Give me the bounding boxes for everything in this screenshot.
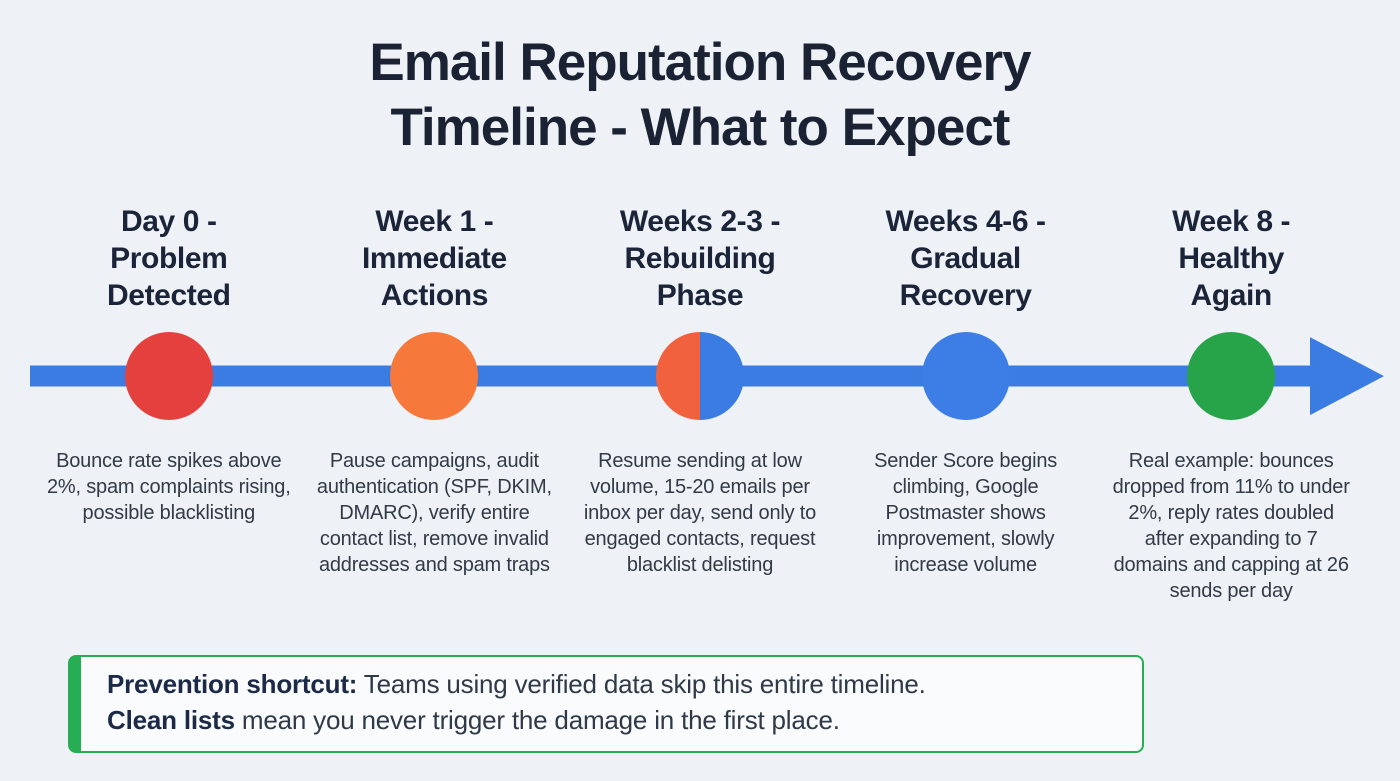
circle-cell (1098, 330, 1364, 422)
milestone-headings-row: Day 0 - Problem Detected Week 1 - Immedi… (0, 204, 1400, 314)
heading-line: Again (1190, 278, 1273, 312)
circle-half (1187, 332, 1232, 421)
heading-line: Gradual (910, 241, 1021, 275)
circle-cell (36, 330, 302, 422)
milestone-circle-day0 (124, 332, 213, 421)
milestone-circle-weeks4-6 (921, 332, 1010, 421)
milestone-heading-week8: Week 8 - Healthy Again (1098, 204, 1364, 314)
heading-line: Problem (110, 241, 228, 275)
milestone-circle-week8 (1187, 332, 1276, 421)
circle-cell (302, 330, 568, 422)
milestone-descriptions-row: Bounce rate spikes above 2%, spam compla… (0, 448, 1400, 604)
milestone-description-week8: Real example: bounces dropped from 11% t… (1112, 450, 1350, 603)
milestone-heading-week1: Week 1 - Immediate Actions (302, 204, 568, 314)
milestone-description-day0: Bounce rate spikes above 2%, spam compla… (47, 450, 291, 525)
heading-line: Phase (656, 278, 744, 312)
circle-cell (567, 330, 833, 422)
heading-line: Actions (380, 278, 489, 312)
page-title-line-2: Timeline - What to Expect (390, 98, 1011, 158)
heading-line: Rebuilding (624, 241, 776, 275)
milestone-description-week1: Pause campaigns, audit authentication (S… (316, 450, 552, 577)
circle-half (699, 332, 744, 421)
heading-line: Week 8 - (1172, 205, 1291, 239)
circle-half (965, 332, 1010, 421)
callout-line-1: Prevention shortcut: Teams using verifie… (107, 667, 1122, 703)
milestone-description-weeks2-3: Resume sending at low volume, 15-20 emai… (583, 450, 817, 577)
heading-line: Immediate (361, 241, 507, 275)
circle-half (921, 332, 966, 421)
circle-cell (833, 330, 1099, 422)
callout-line-1-rest: Teams using verified data skip this enti… (357, 669, 926, 699)
milestone-circle-week1 (390, 332, 479, 421)
page-title: Email Reputation Recovery Timeline - Wha… (0, 30, 1400, 160)
heading-line: Healthy (1178, 241, 1284, 275)
heading-line: Day 0 - (121, 205, 217, 239)
prevention-callout-box: Prevention shortcut: Teams using verifie… (68, 655, 1144, 753)
milestone-heading-day0: Day 0 - Problem Detected (36, 204, 302, 314)
milestone-description-weeks4-6: Sender Score begins climbing, Google Pos… (874, 450, 1058, 577)
callout-line-2: Clean lists mean you never trigger the d… (107, 703, 1122, 739)
callout-line-2-rest: mean you never trigger the damage in the… (234, 704, 840, 735)
heading-line: Weeks 4-6 - (885, 205, 1047, 239)
milestone-circle-weeks2-3 (655, 332, 744, 421)
circle-half (124, 332, 169, 421)
heading-line: Week 1 - (375, 205, 494, 239)
timeline (0, 330, 1400, 422)
page-title-line-1: Email Reputation Recovery (369, 33, 1031, 92)
callout-line-1-lead: Prevention shortcut: (107, 669, 358, 699)
timeline-circles-row (0, 330, 1400, 422)
heading-line: Recovery (899, 278, 1032, 312)
callout-line-2-lead: Clean lists (107, 704, 235, 735)
circle-half (390, 332, 435, 421)
milestone-heading-weeks4-6: Weeks 4-6 - Gradual Recovery (833, 204, 1099, 314)
heading-line: Weeks 2-3 - (619, 205, 781, 239)
milestone-heading-weeks2-3: Weeks 2-3 - Rebuilding Phase (567, 204, 833, 314)
heading-line: Detected (107, 278, 231, 312)
circle-half (168, 332, 213, 421)
circle-half (434, 332, 479, 421)
circle-half (1231, 332, 1276, 421)
circle-half (655, 332, 700, 421)
